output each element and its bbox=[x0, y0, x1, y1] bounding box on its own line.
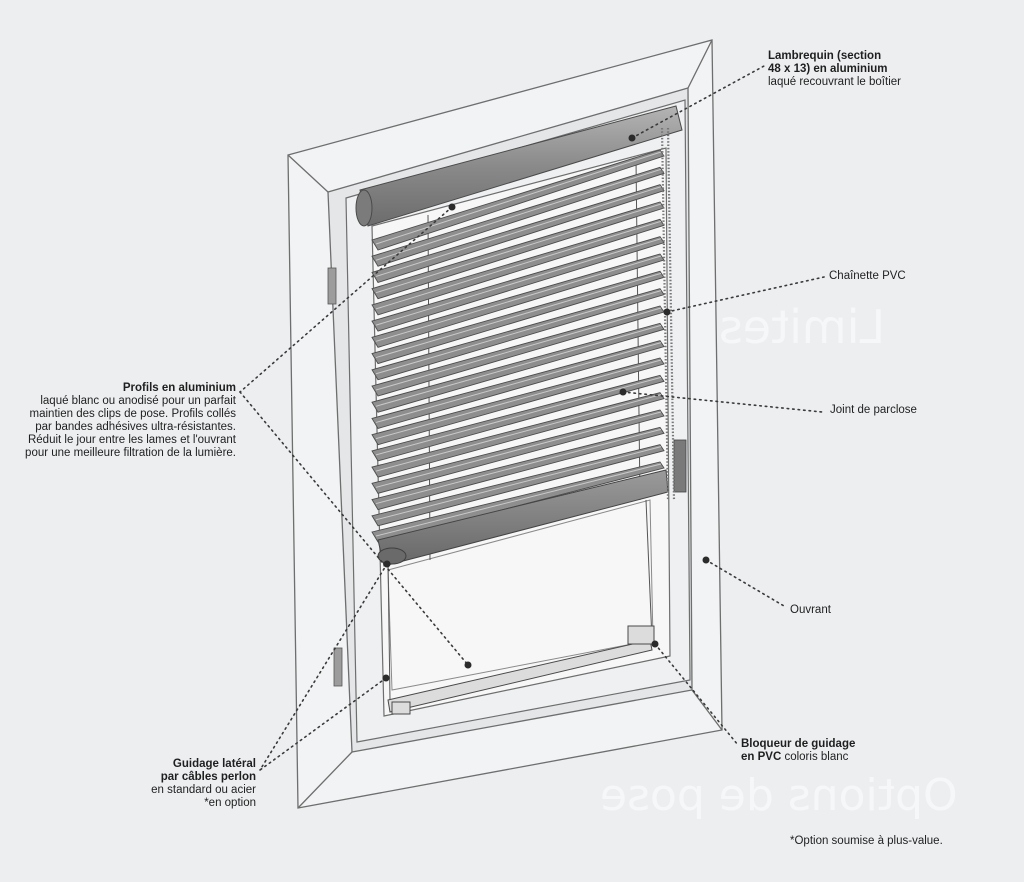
slat-highlight bbox=[375, 463, 662, 537]
callout-joint: Joint de parclose bbox=[830, 404, 917, 417]
slat-highlight bbox=[375, 394, 662, 472]
chainette-title: Chaînette PVC bbox=[829, 270, 906, 282]
lambrequin-headrail bbox=[355, 105, 683, 227]
guidage-title-line2: par câbles perlon bbox=[160, 771, 256, 783]
slat-highlight bbox=[375, 411, 662, 488]
slats-group bbox=[371, 149, 665, 543]
slat-highlight bbox=[375, 307, 662, 391]
lambrequin-title-line2: 48 x 13) en aluminium bbox=[768, 63, 888, 75]
slat-highlight bbox=[375, 272, 662, 359]
footnote: *Option soumise à plus-value. bbox=[790, 835, 943, 847]
slat-highlight bbox=[375, 255, 662, 342]
slat-highlight bbox=[375, 203, 662, 294]
profils-title: Profils en aluminium bbox=[122, 382, 236, 394]
slat-highlight bbox=[375, 220, 662, 310]
profils-line: par bandes adhésives ultra-résistantes. bbox=[35, 421, 236, 433]
callout-bloqueur: Bloqueur de guidage en PVC coloris blanc bbox=[741, 738, 855, 764]
bottom-rail bbox=[377, 469, 669, 567]
joint-title: Joint de parclose bbox=[830, 404, 917, 416]
callout-ouvrant: Ouvrant bbox=[790, 604, 831, 617]
cable-blockers bbox=[387, 625, 655, 715]
lambrequin-title-line1: Lambrequin (section bbox=[768, 50, 882, 62]
bloqueur-line2: en PVC coloris blanc bbox=[741, 751, 849, 763]
callout-chainette: Chaînette PVC bbox=[829, 270, 906, 283]
slat-highlight bbox=[375, 359, 662, 440]
callout-profils: Profils en aluminium laqué blanc ou anod… bbox=[0, 382, 236, 460]
slat-highlight bbox=[375, 342, 662, 423]
leader-dots bbox=[382, 134, 710, 682]
hinge-bottom bbox=[333, 647, 343, 687]
guidage-title-line1: Guidage latéral bbox=[172, 758, 256, 770]
slat-highlight bbox=[375, 324, 662, 407]
slat-highlight bbox=[375, 428, 662, 505]
lambrequin-detail: laqué recouvrant le boîtier bbox=[768, 76, 901, 88]
profils-line: Réduit le jour entre les lames et l'ouvr… bbox=[27, 434, 236, 446]
hinge-top bbox=[327, 267, 337, 305]
ouvrant-title: Ouvrant bbox=[790, 604, 831, 616]
slat-highlight bbox=[375, 186, 662, 277]
slat-highlight bbox=[375, 151, 662, 245]
leader-lines bbox=[239, 65, 825, 771]
slat-highlight bbox=[375, 238, 662, 326]
slat-highlight bbox=[375, 376, 662, 456]
guidage-line3: en standard ou acier bbox=[151, 784, 256, 796]
callout-lambrequin: Lambrequin (section 48 x 13) en aluminiu… bbox=[768, 50, 901, 89]
profils-line: laqué blanc ou anodisé pour un parfait bbox=[40, 395, 236, 407]
bloqueur-title-line1: Bloqueur de guidage bbox=[741, 738, 856, 750]
callout-guidage: Guidage latéral par câbles perlon en sta… bbox=[110, 758, 256, 810]
guidage-line4: *en option bbox=[204, 797, 256, 809]
slat-highlight bbox=[375, 446, 662, 521]
profils-line: pour une meilleure filtration de la lumi… bbox=[25, 447, 236, 459]
profils-line: maintien des clips de pose. Profils coll… bbox=[29, 408, 236, 420]
slat-highlight bbox=[375, 168, 662, 261]
window-handle bbox=[673, 439, 687, 493]
slat-highlight bbox=[375, 290, 662, 375]
